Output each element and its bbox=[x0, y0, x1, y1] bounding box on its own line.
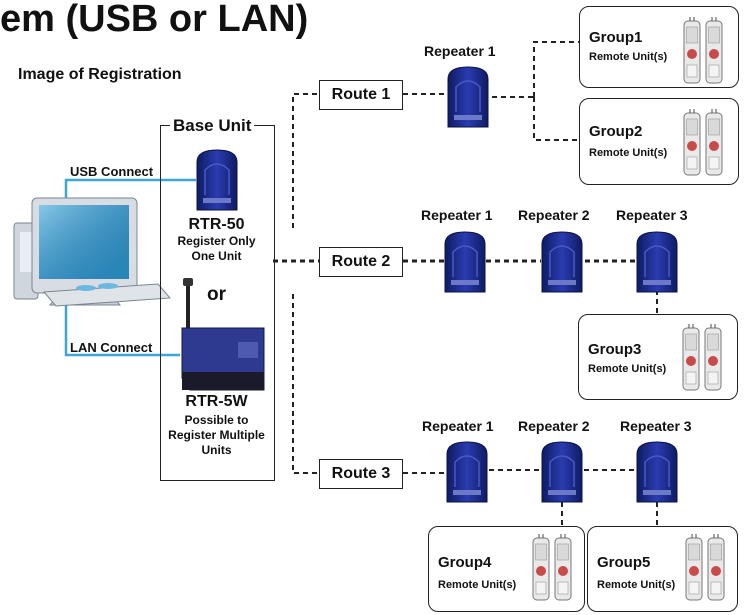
group2-name: Group2 bbox=[589, 123, 643, 140]
group5-name: Group5 bbox=[597, 554, 651, 571]
usb-connect-label: USB Connect bbox=[70, 164, 154, 179]
group3-sub: Remote Unit(s) bbox=[588, 363, 667, 375]
group3-name: Group3 bbox=[588, 341, 642, 358]
group4-sub: Remote Unit(s) bbox=[438, 579, 517, 591]
base-to-route1-line bbox=[292, 93, 319, 228]
lan-connect-label: LAN Connect bbox=[70, 340, 153, 355]
rtr50-name: RTR-50 bbox=[188, 216, 245, 233]
group1-sub: Remote Unit(s) bbox=[589, 51, 668, 63]
route2-repeater1-label: Repeater 1 bbox=[421, 207, 493, 223]
branch-to-group2-line bbox=[533, 97, 580, 141]
group4-name: Group4 bbox=[438, 554, 492, 571]
remote-unit-icon bbox=[683, 108, 723, 176]
route3-repeater1-label: Repeater 1 bbox=[422, 418, 494, 434]
rtr5w-desc-line2: Register Multiple bbox=[168, 428, 265, 442]
repeater-device-icon bbox=[446, 441, 488, 503]
repeater-device-icon bbox=[541, 231, 583, 293]
group5-box: Group5 Remote Unit(s) bbox=[587, 526, 738, 612]
repeater-device-icon bbox=[444, 231, 486, 293]
route3-repeater3-label: Repeater 3 bbox=[620, 418, 692, 434]
rtr5w-desc-line3: Units bbox=[201, 443, 232, 457]
base-unit-title: Base Unit bbox=[170, 116, 255, 136]
route2-repeater2-label: Repeater 2 bbox=[518, 207, 590, 223]
route2-repeater3-label: Repeater 3 bbox=[616, 207, 688, 223]
diagram-subtitle: Image of Registration bbox=[18, 66, 182, 83]
group5-sub: Remote Unit(s) bbox=[597, 579, 676, 591]
rtr5w-name: RTR-5W bbox=[185, 393, 248, 410]
route3-repeater2-label: Repeater 2 bbox=[518, 418, 590, 434]
lan-cable bbox=[64, 295, 180, 357]
route-1-box: Route 1 bbox=[319, 80, 403, 110]
branch-to-group1-line bbox=[533, 41, 580, 97]
repeater-device-icon bbox=[636, 231, 678, 293]
rtr5w-device-icon bbox=[181, 278, 265, 391]
computer-icon bbox=[13, 197, 172, 307]
or-label: or bbox=[207, 284, 226, 305]
remote-unit-icon bbox=[532, 533, 572, 601]
page-title: em (USB or LAN) bbox=[0, 0, 309, 40]
repeater-device-icon bbox=[636, 441, 678, 503]
route-2-box: Route 2 bbox=[319, 247, 403, 277]
group1-box: Group1 Remote Unit(s) bbox=[579, 6, 739, 88]
group2-sub: Remote Unit(s) bbox=[589, 147, 668, 159]
base-to-route3-line bbox=[292, 294, 319, 474]
repeater-device-icon bbox=[541, 441, 583, 503]
group4-box: Group4 Remote Unit(s) bbox=[428, 526, 585, 612]
route1-repeater1-label: Repeater 1 bbox=[424, 43, 496, 59]
remote-unit-icon bbox=[685, 533, 725, 601]
remote-unit-icon bbox=[683, 16, 723, 84]
group1-name: Group1 bbox=[589, 29, 643, 46]
group3-box: Group3 Remote Unit(s) bbox=[578, 314, 738, 400]
rtr50-desc-line2: One Unit bbox=[191, 249, 242, 263]
rtr50-desc-line1: Register Only bbox=[177, 234, 256, 248]
group2-box: Group2 Remote Unit(s) bbox=[579, 98, 739, 185]
remote-unit-icon bbox=[682, 323, 722, 391]
rtr5w-desc-line1: Possible to bbox=[184, 413, 249, 427]
route-3-box: Route 3 bbox=[319, 459, 403, 489]
repeater-device-icon bbox=[447, 66, 489, 128]
